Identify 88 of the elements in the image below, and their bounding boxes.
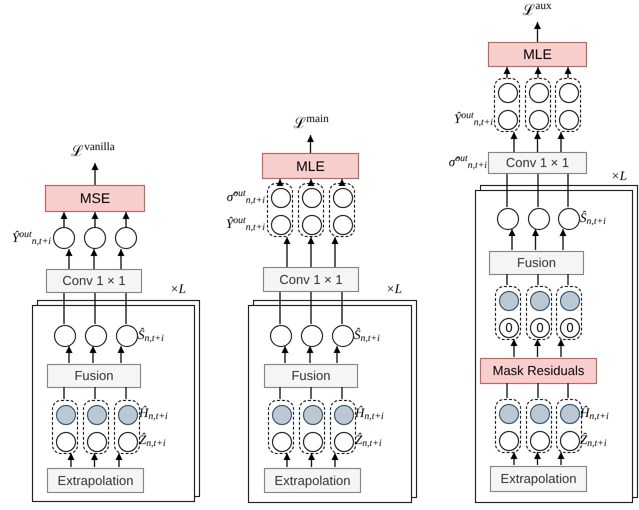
neuron-group (525, 78, 551, 132)
arrow (557, 452, 565, 465)
arrow (90, 249, 98, 269)
neuron-group (330, 400, 356, 454)
neuron-group (495, 286, 521, 340)
process-box: Extrapolation (490, 466, 587, 492)
math-label: Ŝ$_{n,t+i}$ (138, 326, 164, 346)
arrow (557, 339, 565, 357)
neuron-group (299, 400, 325, 454)
arrow (534, 452, 542, 465)
neuron-group (494, 78, 520, 132)
neuron-group (329, 183, 355, 237)
neuron-group (526, 286, 552, 340)
arrow (532, 229, 540, 250)
process-box: Conv 1 × 1 (488, 152, 587, 174)
layer-count-label: ×L (386, 280, 402, 298)
arrow (283, 453, 291, 467)
arrow (510, 452, 518, 465)
neuron-group (555, 78, 581, 132)
math-label: Ĥ$_{n,t+i}$ (139, 404, 168, 424)
process-box: Extrapolation (47, 468, 144, 493)
layer-frame (475, 190, 633, 503)
arrow (67, 453, 75, 467)
arrow (89, 346, 97, 363)
loss-symbol: ℒ$^{aux}$ (497, 0, 577, 22)
arrow (65, 346, 73, 363)
arrow (90, 453, 98, 467)
arrow (308, 453, 316, 467)
arrow (564, 67, 572, 78)
arrow (534, 67, 542, 78)
neuron-group (268, 400, 294, 454)
loss-symbol: ℒ$^{main}$ (271, 113, 351, 135)
arrow (91, 163, 99, 185)
layer-frame (32, 305, 195, 502)
layer-count-label: ×L (170, 280, 186, 298)
arrow (306, 346, 314, 363)
process-box: Conv 1 × 1 (46, 269, 142, 293)
neuron-group (52, 400, 78, 454)
arrow (117, 346, 125, 363)
arrow (117, 249, 125, 269)
neuron-group (556, 286, 582, 340)
arrow (276, 179, 284, 186)
arrow (115, 453, 123, 467)
arrow (331, 237, 339, 267)
arrow (503, 67, 511, 78)
arrow (333, 346, 341, 363)
arrow (307, 237, 315, 267)
arrow (338, 179, 346, 186)
process-box: Fusion (489, 251, 584, 275)
layer-frame (248, 305, 412, 503)
math-label: Ẑ$_{n,t+i}$ (355, 431, 382, 452)
arrow (306, 135, 314, 153)
arrow (559, 229, 567, 250)
neuron-group (298, 183, 324, 237)
neuron-group (83, 400, 109, 454)
arrow (534, 132, 542, 152)
arrow (122, 212, 130, 227)
arrow (534, 22, 542, 42)
arrow (510, 132, 518, 152)
layer-count-label: ×L (611, 167, 628, 185)
arrow (60, 212, 68, 227)
process-box: Mask Residuals (480, 358, 597, 384)
arrow (331, 453, 339, 467)
math-label: Ŝ$_{n,t+i}$ (354, 326, 380, 346)
arrow (557, 132, 565, 152)
arrow (91, 212, 99, 227)
math-label: Ŝ$_{n,t+i}$ (580, 209, 606, 229)
loss-box: MSE (45, 185, 145, 212)
math-label: Ĥ$_{n,t+i}$ (355, 404, 384, 424)
process-box: Conv 1 × 1 (263, 267, 359, 292)
neuron-group (114, 400, 140, 454)
arrow (534, 339, 542, 357)
neuron-group (267, 183, 293, 237)
neuron-group (495, 399, 521, 453)
arrow (283, 237, 291, 267)
process-box: Fusion (264, 364, 358, 388)
arrow (65, 249, 73, 269)
neuron-group (526, 399, 552, 453)
process-box: Extrapolation (264, 468, 361, 493)
arrow (307, 179, 315, 186)
math-label: Ẑ$_{n,t+i}$ (139, 431, 166, 452)
loss-box: MLE (488, 42, 587, 67)
arrow (508, 229, 516, 250)
process-box: Fusion (47, 364, 141, 388)
arrow (281, 346, 289, 363)
loss-box: MLE (262, 153, 359, 179)
loss-symbol: ℒ$^{vanilla}$ (53, 141, 133, 163)
arrow (510, 339, 518, 357)
